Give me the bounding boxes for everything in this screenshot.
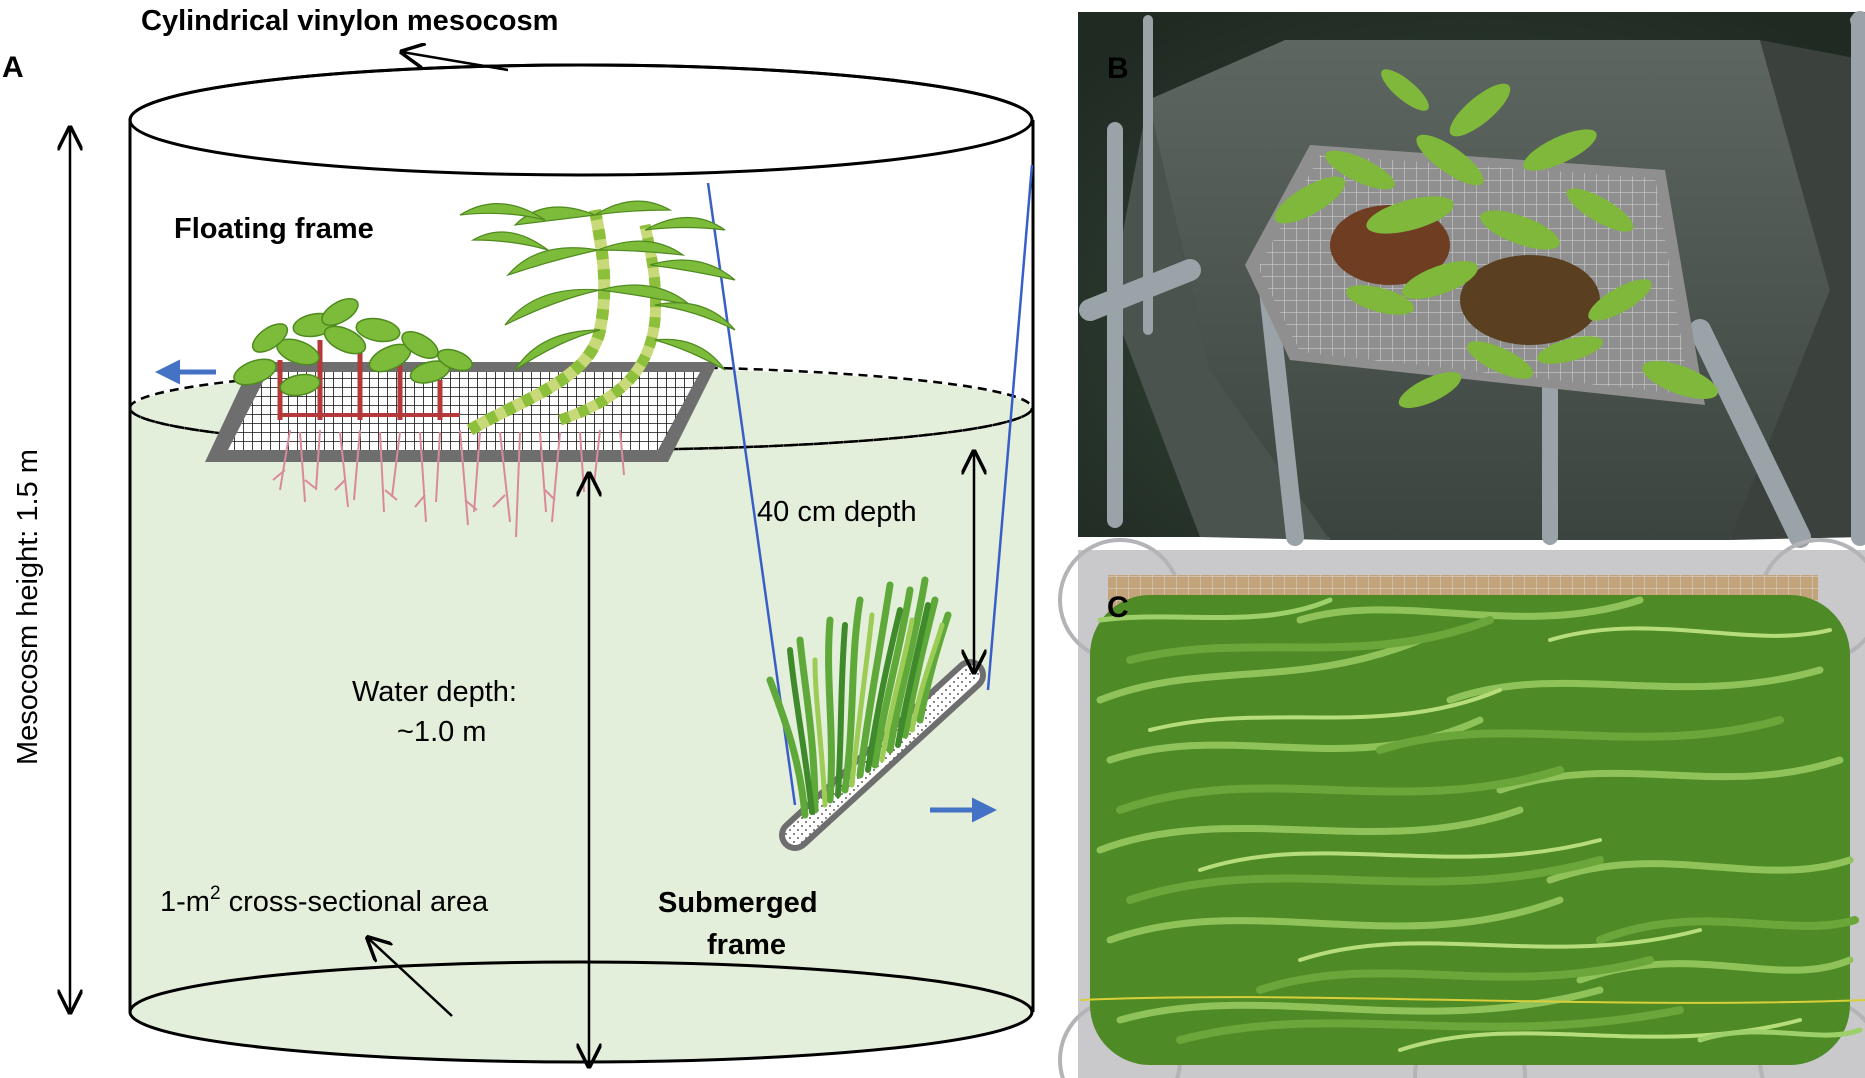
panel-c-photo: C <box>1058 538 1865 1078</box>
panel-a-letter: A <box>2 51 24 84</box>
mesocosm-height-label: Mesocosm height: 1.5 m <box>12 449 44 765</box>
water-depth-label-line1: Water depth: <box>352 676 517 708</box>
tall-emergent-plant-icon <box>459 200 736 436</box>
bottom-ellipse <box>128 960 1034 1064</box>
cross-section-label: 1-m2 cross-sectional area <box>160 883 489 918</box>
submerged-frame-label-line1: Submerged <box>658 887 818 919</box>
panel-b-letter: B <box>1107 52 1129 85</box>
panel-c-letter: C <box>1107 591 1129 624</box>
submerged-grass-photo <box>1079 595 1865 1065</box>
emergent-plants-photo <box>1274 69 1718 409</box>
floating-frame-label: Floating frame <box>174 213 374 245</box>
title-pointer-arrow <box>402 52 509 72</box>
depth-40-label: 40 cm depth <box>757 496 917 528</box>
panel-b-photo: B <box>1078 11 1865 548</box>
submerged-grass-plants-icon <box>766 576 952 819</box>
plant-roots <box>272 429 625 538</box>
water-depth-label-line2: ~1.0 m <box>397 716 486 748</box>
panel-a: A Cylindrical vinylon mesocosm Mesocosm … <box>2 5 1035 1066</box>
mesocosm-title: Cylindrical vinylon mesocosm <box>141 5 558 37</box>
cross-section-pointer-arrow <box>368 938 453 1017</box>
pipe-frame <box>1079 11 1865 548</box>
submerged-frame-label-line2: frame <box>707 929 786 961</box>
floating-frame <box>205 362 718 462</box>
floating-emergent-plants-icon <box>233 298 473 420</box>
cable-right <box>986 164 1034 691</box>
